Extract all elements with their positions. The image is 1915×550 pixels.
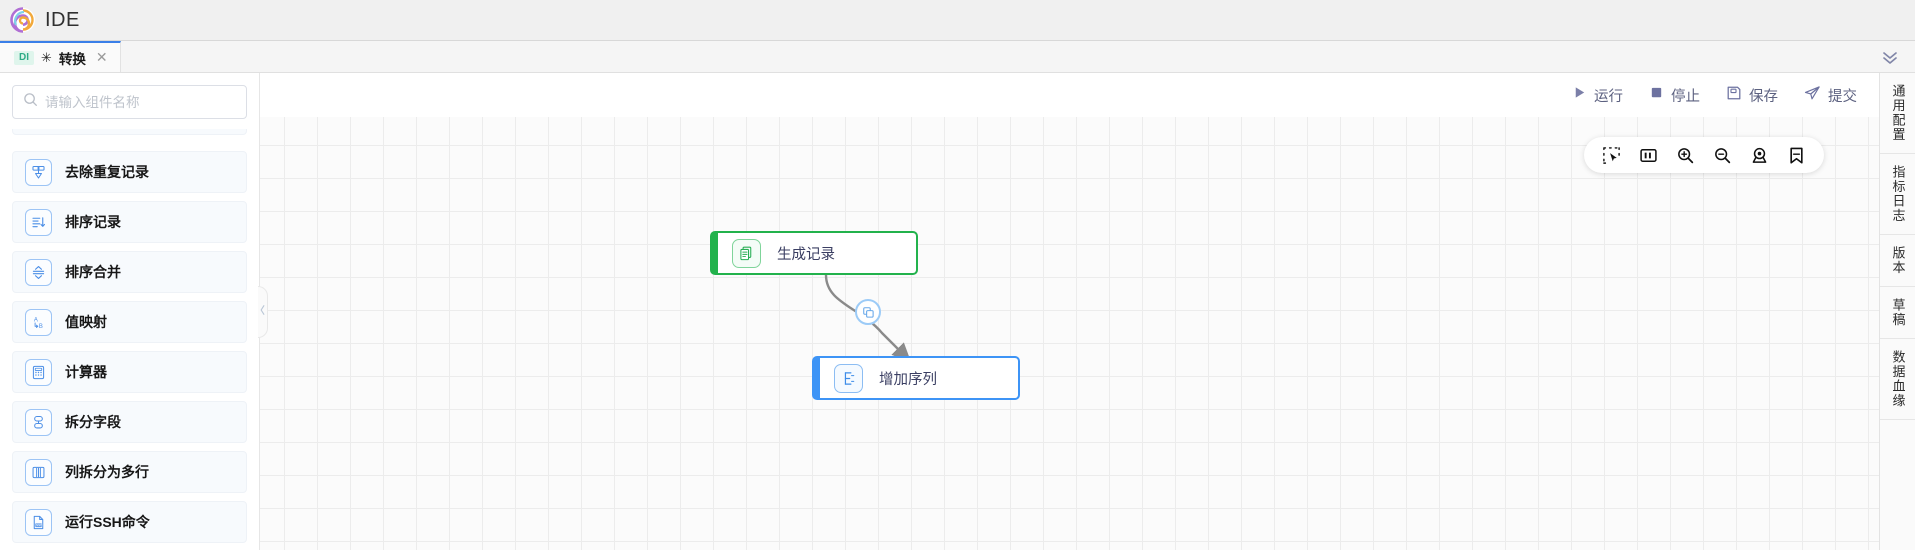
sidebar-item-run-ssh-command[interactable]: SSH 运行SSH命令 bbox=[12, 501, 247, 543]
flow-node-generate-records[interactable]: 生成记录 bbox=[710, 231, 918, 275]
app-title: IDE bbox=[45, 8, 80, 31]
list-item-partial bbox=[12, 129, 247, 143]
fit-view-icon[interactable] bbox=[1639, 146, 1658, 165]
search-icon bbox=[23, 92, 38, 112]
stop-button[interactable]: 停止 bbox=[1649, 85, 1700, 106]
save-button[interactable]: 保存 bbox=[1726, 85, 1778, 106]
svg-text:B: B bbox=[39, 323, 43, 329]
sidebar-item-label: 值映射 bbox=[65, 314, 107, 330]
dedup-records-icon bbox=[25, 158, 52, 186]
tab-bar-actions bbox=[1879, 41, 1915, 72]
sidebar-item-calculator[interactable]: 计算器 bbox=[12, 351, 247, 393]
spiral-logo-icon bbox=[10, 7, 36, 33]
sidebar-item-label: 去除重复记录 bbox=[65, 164, 149, 180]
sidebar-item-sort-records[interactable]: 排序记录 bbox=[12, 201, 247, 243]
close-icon[interactable]: ✕ bbox=[95, 49, 108, 65]
search-input[interactable] bbox=[45, 94, 236, 110]
editor-toolbar: 运行 停止 保存 bbox=[260, 73, 1879, 117]
sorted-merge-icon bbox=[25, 258, 52, 286]
flow-node-add-sequence[interactable]: 增加序列 bbox=[812, 356, 1020, 400]
node-label: 生成记录 bbox=[777, 246, 835, 263]
bookmark-icon[interactable] bbox=[1787, 146, 1806, 165]
play-icon bbox=[1572, 85, 1587, 105]
run-ssh-command-icon: SSH bbox=[25, 508, 52, 536]
node-accent-bar bbox=[710, 231, 718, 275]
edge-layer bbox=[824, 274, 912, 363]
component-list[interactable]: 去除重复记录 排序记录 bbox=[0, 129, 259, 550]
add-sequence-icon bbox=[834, 363, 863, 393]
submit-button[interactable]: 提交 bbox=[1804, 85, 1857, 106]
svg-text:SSH: SSH bbox=[36, 523, 42, 527]
zoom-in-icon[interactable] bbox=[1676, 146, 1695, 165]
title-bar: IDE bbox=[0, 0, 1915, 41]
sidebar-item-label: 拆分字段 bbox=[65, 414, 121, 430]
canvas-toolbar bbox=[1584, 137, 1824, 173]
calculator-icon bbox=[25, 358, 52, 386]
rail-tab-draft[interactable]: 草稿 bbox=[1880, 287, 1915, 339]
rail-tab-metric-log[interactable]: 指标日志 bbox=[1880, 154, 1915, 235]
locate-pin-icon[interactable] bbox=[1750, 146, 1769, 165]
search-box[interactable] bbox=[12, 85, 247, 119]
rail-tab-general-config[interactable]: 通用配置 bbox=[1880, 73, 1915, 154]
tab-type-badge: DI bbox=[14, 50, 34, 65]
sidebar-item-split-fields[interactable]: 拆分字段 bbox=[12, 401, 247, 443]
sidebar-item-sorted-merge[interactable]: 排序合并 bbox=[12, 251, 247, 293]
tab-unsaved-marker: ✳ bbox=[41, 50, 52, 65]
right-rail: 通用配置 指标日志 版本 草稿 数据血缘 bbox=[1879, 73, 1915, 550]
sidebar-item-split-column-to-rows[interactable]: 列拆分为多行 bbox=[12, 451, 247, 493]
rail-tab-version[interactable]: 版本 bbox=[1880, 235, 1915, 287]
sidebar-item-label: 运行SSH命令 bbox=[65, 514, 150, 530]
canvas-region: 运行 停止 保存 bbox=[260, 73, 1879, 550]
run-button[interactable]: 运行 bbox=[1572, 85, 1623, 106]
split-fields-icon bbox=[25, 408, 52, 436]
zoom-out-icon[interactable] bbox=[1713, 146, 1732, 165]
tab-转换[interactable]: DI ✳ 转换 ✕ bbox=[0, 41, 121, 72]
node-label: 增加序列 bbox=[879, 371, 937, 388]
rail-tab-data-lineage[interactable]: 数据血缘 bbox=[1880, 339, 1915, 420]
tab-bar: DI ✳ 转换 ✕ bbox=[0, 41, 1915, 73]
submit-send-icon bbox=[1804, 85, 1821, 106]
node-body: 生成记录 bbox=[718, 231, 918, 275]
node-body: 增加序列 bbox=[820, 356, 1020, 400]
sidebar-item-label: 排序合并 bbox=[65, 264, 121, 280]
sidebar-item-dedup-records[interactable]: 去除重复记录 bbox=[12, 151, 247, 193]
save-icon bbox=[1726, 85, 1742, 106]
copy-icon[interactable] bbox=[855, 299, 881, 325]
component-sidebar: 去除重复记录 排序记录 bbox=[0, 73, 268, 550]
sidebar-item-label: 列拆分为多行 bbox=[65, 464, 149, 480]
list-item[interactable] bbox=[12, 129, 247, 135]
sidebar-item-label: 计算器 bbox=[65, 364, 107, 380]
marquee-select-icon[interactable] bbox=[1602, 146, 1621, 165]
chevron-left-icon bbox=[259, 303, 266, 321]
node-accent-bar bbox=[812, 356, 820, 400]
tab-label: 转换 bbox=[58, 51, 86, 67]
split-column-to-rows-icon bbox=[25, 458, 52, 486]
generate-records-icon bbox=[732, 238, 761, 268]
flow-canvas[interactable]: 生成记录 增加序列 bbox=[260, 117, 1879, 550]
svg-text:A: A bbox=[34, 317, 38, 323]
double-chevron-down-icon[interactable] bbox=[1879, 46, 1901, 68]
sidebar-collapse-handle[interactable] bbox=[258, 285, 268, 338]
sidebar-item-value-mapper[interactable]: A B 值映射 bbox=[12, 301, 247, 343]
search-area bbox=[0, 85, 259, 129]
sort-records-icon bbox=[25, 208, 52, 236]
workspace: 去除重复记录 排序记录 bbox=[0, 73, 1915, 550]
stop-icon bbox=[1649, 85, 1664, 105]
value-mapper-icon: A B bbox=[25, 308, 52, 336]
sidebar-item-label: 排序记录 bbox=[65, 214, 121, 230]
